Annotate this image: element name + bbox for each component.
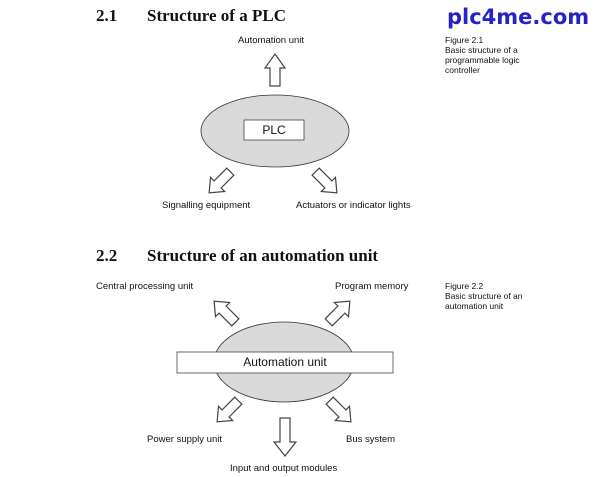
automation-unit-label: Automation unit	[243, 355, 327, 369]
figure-number: Figure 2.2	[445, 281, 484, 291]
section-number: 2.2	[96, 246, 118, 265]
arrow-down-left-power-supply	[216, 396, 243, 423]
label-program-memory: Program memory	[335, 281, 409, 292]
arrow-up-right-program-memory	[324, 300, 351, 327]
label-io-modules: Input and output modules	[230, 463, 338, 474]
section-title: Structure of an automation unit	[147, 246, 379, 265]
label-actuators: Actuators or indicator lights	[296, 200, 411, 211]
figure-caption-2-2: Figure 2.2 Basic structure of an automat…	[445, 281, 545, 311]
arrow-up-left-cpu	[213, 300, 240, 327]
label-signalling-equipment: Signalling equipment	[162, 200, 251, 211]
automation-unit-bar	[176, 351, 394, 374]
figure-number: Figure 2.1	[445, 35, 484, 45]
section-title: Structure of a PLC	[147, 6, 286, 25]
arrow-down-right-actuators	[311, 167, 338, 194]
arrow-down-right-bus-system	[325, 396, 352, 423]
plc-box	[243, 119, 305, 141]
figure-text: Basic structure of a programmable logic …	[445, 45, 520, 75]
label-automation-unit: Automation unit	[238, 35, 305, 46]
arrow-up-automation-unit	[263, 52, 287, 87]
label-bus-system: Bus system	[346, 434, 396, 445]
label-central-processing-unit: Central processing unit	[96, 281, 194, 292]
section-number: 2.1	[96, 6, 118, 25]
arrow-down-left-signalling	[208, 167, 235, 194]
figure-text: Basic structure of an automation unit	[445, 291, 523, 311]
figure-caption-2-1: Figure 2.1 Basic structure of a programm…	[445, 35, 545, 75]
arrow-down-io-modules	[272, 417, 298, 457]
label-power-supply-unit: Power supply unit	[147, 434, 222, 445]
plc-label: PLC	[262, 123, 286, 137]
watermark-text: plc4me.com	[447, 5, 590, 29]
